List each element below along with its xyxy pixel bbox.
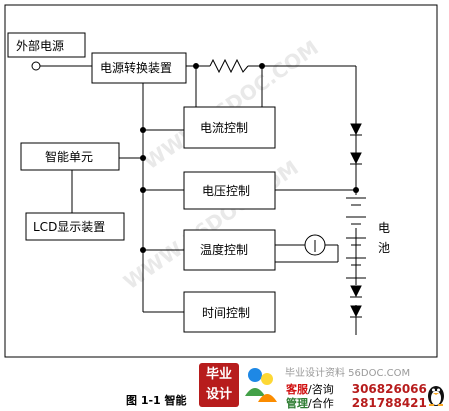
node-temp-ctrl: 温度控制 xyxy=(183,229,276,271)
lcd-label: LCD显示装置 xyxy=(33,220,105,234)
service-qq: 306826066 xyxy=(351,382,427,396)
terminal-icon xyxy=(31,61,41,71)
service-sep: /咨询 xyxy=(308,383,334,396)
junction-dots xyxy=(140,63,359,253)
manage-qq: 281788421 xyxy=(351,396,427,410)
time-ctrl-label: 时间控制 xyxy=(202,306,250,320)
ext-power-label: 外部电源 xyxy=(16,38,64,53)
diode-icon xyxy=(350,123,362,318)
resistor-symbol xyxy=(209,58,249,74)
manage-label: 管理 xyxy=(286,397,308,410)
people-icon xyxy=(245,368,277,402)
node-smart-unit: 智能单元 xyxy=(20,142,120,171)
current-ctrl-label: 电流控制 xyxy=(200,121,248,135)
temp-ctrl-label: 温度控制 xyxy=(200,242,248,257)
battery-icon xyxy=(346,197,366,279)
converter-label: 电源转换装置 xyxy=(100,60,172,75)
battery-label-2: 池 xyxy=(378,241,390,255)
smart-unit-label: 智能单元 xyxy=(45,149,93,164)
figure-caption: 图 1-1 智能 xyxy=(126,394,187,407)
logo-text-top: 毕业 xyxy=(205,367,232,382)
node-converter: 电源转换装置 xyxy=(91,52,187,84)
thermistor-icon xyxy=(304,234,326,256)
node-current-ctrl: 电流控制 xyxy=(183,106,276,149)
logo-text-bottom: 设计 xyxy=(205,387,232,402)
node-lcd: LCD显示装置 xyxy=(25,212,125,241)
site-logo: 毕业 设计 xyxy=(199,363,239,407)
battery-label-1: 电 xyxy=(378,221,390,235)
manage-row: 管理/合作 281788421 xyxy=(286,395,427,411)
site-text: 毕业设计资料 56DOC.COM xyxy=(285,368,411,379)
service-label: 客服 xyxy=(286,383,308,396)
manage-sep: /合作 xyxy=(308,397,334,410)
diagram-frame xyxy=(4,4,438,358)
voltage-ctrl-label: 电压控制 xyxy=(202,184,250,198)
node-time-ctrl: 时间控制 xyxy=(183,291,276,333)
node-ext-power: 外部电源 xyxy=(7,32,86,58)
penguin-icon xyxy=(428,386,444,406)
service-row: 客服/咨询 306826066 xyxy=(286,381,427,397)
node-voltage-ctrl: 电压控制 xyxy=(183,171,276,210)
